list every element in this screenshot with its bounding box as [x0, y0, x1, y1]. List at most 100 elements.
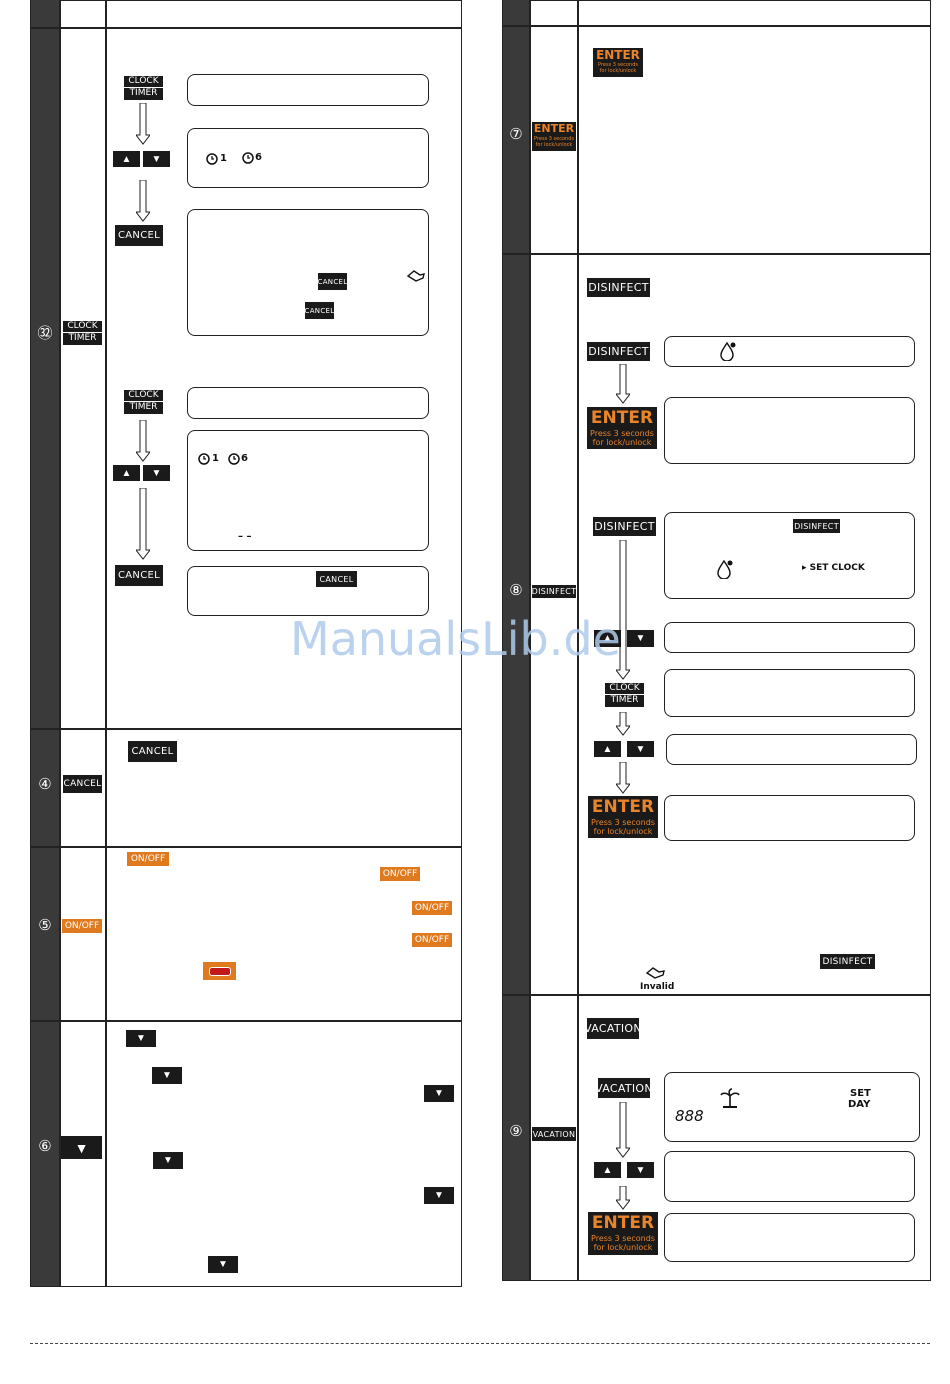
hand-pointer-icon [645, 967, 665, 979]
down-arrow-button[interactable]: ▼ [627, 741, 654, 757]
row-number-7: ⑦ [509, 126, 523, 143]
display-box-2: 1 6 [187, 128, 429, 188]
display-box-16 [664, 1213, 915, 1262]
up-arrow-button[interactable]: ▲ [594, 1162, 621, 1178]
disinfect-inline: DISINFECT [820, 954, 875, 969]
cancel-inline-button: CANCEL [316, 571, 357, 587]
set-clock-label: ▸ SET CLOCK [802, 563, 865, 573]
timer-1-label: 1 [212, 453, 219, 464]
timer-clock-icon [242, 152, 254, 164]
clock-timer-button-step2[interactable]: CLOCK TIMER [124, 390, 163, 414]
enter-button-row7[interactable]: ENTER Press 3 seconds for lock/unlock [532, 122, 576, 151]
down-arrow-button[interactable]: ▼ [627, 630, 654, 647]
arrow-down-icon [616, 364, 630, 404]
arrow-down-icon [136, 180, 150, 222]
down-arrow-button[interactable]: ▼ [627, 1162, 654, 1178]
row-number-32: ㉜ [37, 325, 53, 342]
display-box-7 [664, 336, 915, 367]
down-arrow-inline: ▼ [208, 1256, 238, 1273]
arrow-down-icon [616, 712, 630, 736]
down-arrow-button[interactable]: ▼ [143, 151, 170, 167]
display-box-13 [664, 795, 915, 841]
left-table [30, 0, 462, 1287]
display-box-8 [664, 397, 915, 464]
vacation-button-step1[interactable]: VACATION [595, 1078, 653, 1098]
vacation-button-row9[interactable]: VACATION [532, 1127, 576, 1141]
arrow-down-icon [616, 540, 630, 680]
arrow-down-icon [136, 420, 150, 462]
arrow-down-icon [136, 103, 150, 145]
display-box-10 [664, 622, 915, 653]
set-label: SET [850, 1088, 871, 1099]
enter-button-step2[interactable]: ENTER Press 3 seconds for lock/unlock [587, 407, 657, 449]
cancel-button-row4[interactable]: CANCEL [63, 775, 102, 793]
timer-clock-icon [206, 153, 218, 165]
display-box-14: 888 SET DAY [664, 1072, 920, 1142]
up-arrow-button[interactable]: ▲ [113, 151, 140, 167]
display-box-5: 1 6 – – [187, 430, 429, 551]
cancel-inline-button: CANCEL [318, 273, 347, 290]
digit-display: 888 [675, 1107, 704, 1125]
display-box-15 [664, 1151, 915, 1202]
on-off-inline: ON/OFF [412, 901, 452, 915]
clock-timer-button-step1[interactable]: CLOCK TIMER [124, 76, 163, 100]
on-off-inline: ON/OFF [127, 852, 169, 866]
down-arrow-inline: ▼ [126, 1030, 156, 1047]
clock-timer-button-row32[interactable]: CLOCK TIMER [63, 321, 102, 345]
arrow-down-icon [616, 1186, 630, 1210]
row-number-9: ⑨ [509, 1123, 523, 1140]
timer-6-label: 6 [255, 152, 262, 163]
display-box-12 [666, 734, 917, 765]
hand-pointer-icon [406, 270, 425, 282]
disinfect-drop-icon [717, 559, 733, 579]
vacation-inline: VACATION [584, 1018, 642, 1039]
dash-indicator: – – [238, 531, 252, 542]
display-box-6: CANCEL [187, 566, 429, 616]
display-box-11 [664, 669, 915, 717]
arrow-down-icon [136, 488, 150, 560]
display-box-1 [187, 74, 429, 106]
invalid-label: Invalid [640, 982, 675, 992]
disinfect-button-step3[interactable]: DISINFECT [593, 517, 656, 536]
enter-button-step3[interactable]: ENTER Press 3 seconds for lock/unlock [588, 1212, 658, 1255]
display-box-9: DISINFECT ▸ SET CLOCK [664, 512, 915, 599]
disinfect-inline: DISINFECT [587, 278, 650, 297]
timer-clock-icon [228, 453, 240, 465]
disinfect-inline: DISINFECT [793, 519, 840, 533]
cancel-button-step2[interactable]: CANCEL [115, 565, 163, 586]
timer-1-label: 1 [220, 153, 227, 164]
up-arrow-button[interactable]: ▲ [594, 741, 621, 757]
disinfect-button-row8[interactable]: DISINFECT [531, 585, 577, 598]
cancel-inline-button: CANCEL [128, 741, 177, 762]
up-arrow-button[interactable]: ▲ [113, 465, 140, 481]
right-number-column [503, 0, 529, 1280]
cancel-inline-button: CANCEL [305, 302, 334, 319]
clock-timer-button-step4[interactable]: CLOCK TIMER [605, 683, 644, 707]
down-arrow-button-row6[interactable]: ▼ [61, 1136, 102, 1159]
on-off-button-row5[interactable]: ON/OFF [62, 919, 102, 933]
down-arrow-inline: ▼ [152, 1067, 182, 1084]
on-off-inline: ON/OFF [380, 867, 420, 881]
display-box-3: CANCEL CANCEL [187, 209, 429, 336]
enter-inline-row7: ENTER Press 3 seconds for lock/unlock [593, 48, 643, 77]
right-table [502, 0, 931, 1281]
up-arrow-button[interactable]: ▲ [594, 630, 621, 647]
disinfect-drop-icon [720, 341, 736, 361]
footer-divider [30, 1343, 930, 1344]
down-arrow-inline: ▼ [153, 1152, 183, 1169]
power-indicator-icon [203, 962, 236, 980]
down-arrow-button[interactable]: ▼ [143, 465, 170, 481]
display-box-4 [187, 387, 429, 419]
arrow-down-icon [616, 1102, 630, 1158]
row-number-4: ④ [38, 776, 52, 793]
down-arrow-inline: ▼ [424, 1187, 454, 1204]
timer-6-label: 6 [241, 453, 248, 464]
row-number-6: ⑥ [38, 1138, 52, 1155]
cancel-button-step1[interactable]: CANCEL [115, 225, 163, 246]
down-arrow-inline: ▼ [424, 1085, 454, 1102]
row-number-5: ⑤ [38, 917, 52, 934]
disinfect-button-step1[interactable]: DISINFECT [587, 342, 650, 361]
enter-button-step5[interactable]: ENTER Press 3 seconds for lock/unlock [588, 796, 658, 838]
row-number-8: ⑧ [509, 582, 523, 599]
watermark-text: ManualsLib.de [290, 612, 621, 666]
